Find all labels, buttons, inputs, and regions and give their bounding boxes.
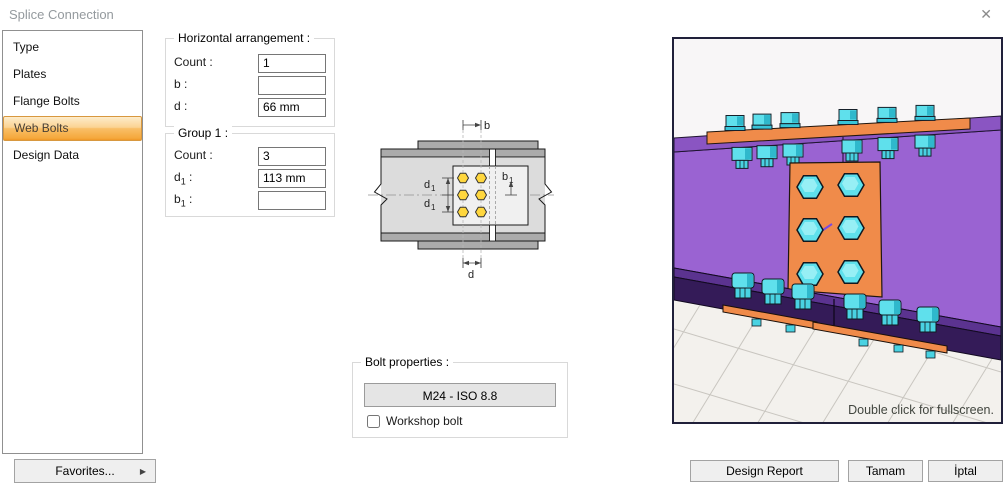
group1-count-input[interactable] (258, 146, 326, 166)
break-mark-right (538, 149, 553, 241)
workshop-bolt-label: Workshop bolt (386, 414, 463, 428)
field-label: d1 : (174, 169, 193, 187)
sidebar: Type Plates Flange Bolts Web Bolts Desig… (2, 30, 143, 454)
sidebar-item-web-bolts[interactable]: Web Bolts (3, 116, 142, 141)
design-report-button[interactable]: Design Report (690, 460, 839, 482)
field-label: Count : (174, 54, 213, 69)
bottom-flange-plate (417, 240, 539, 250)
close-icon[interactable]: ✕ (980, 6, 992, 22)
cancel-button[interactable]: İptal (928, 460, 1003, 482)
field-label: d : (174, 98, 188, 113)
sidebar-item-design-data[interactable]: Design Data (13, 148, 80, 162)
fullscreen-hint: Double click for fullscreen. (848, 403, 994, 417)
dim-label-d1: d (424, 179, 430, 191)
group1-group: Group 1 : Count : d1 : b1 : (165, 126, 335, 217)
dim-label-b: b (484, 120, 490, 132)
3d-render: Double click for fullscreen. (673, 39, 1002, 422)
bolt-hex (474, 189, 488, 201)
field-row-b1: b1 : (174, 189, 326, 211)
d1-input[interactable] (258, 168, 326, 188)
sidebar-item-type[interactable]: Type (13, 40, 40, 54)
b-input[interactable] (258, 75, 326, 95)
field-row-b: b : (174, 74, 326, 96)
group-title: Group 1 : (174, 126, 233, 140)
horizontal-arrangement-group: Horizontal arrangement : Count : b : d : (165, 31, 335, 127)
workshop-bolt-row: Workshop bolt (367, 414, 557, 428)
dim-label-d1: d (424, 198, 430, 210)
field-label: b : (174, 76, 188, 91)
3d-viewport[interactable]: Double click for fullscreen. (672, 37, 1003, 424)
bolt-group (456, 172, 488, 218)
favorites-arrow-icon: ▶ (139, 467, 146, 476)
field-label: Count : (174, 147, 213, 162)
field-row-count: Count : (174, 145, 326, 167)
ok-button[interactable]: Tamam (848, 460, 923, 482)
svg-text:1: 1 (431, 184, 436, 193)
bolt-properties-group: Bolt properties : M24 - ISO 8.8 Workshop… (352, 355, 568, 438)
bottom-flange-plate-3d (722, 304, 948, 359)
bolt-type-button[interactable]: M24 - ISO 8.8 (364, 383, 556, 407)
dim-label-b1: b (502, 171, 508, 183)
bolt-hex (456, 206, 470, 218)
break-mark-left (373, 149, 388, 241)
svg-text:1: 1 (431, 203, 436, 212)
favorites-button[interactable]: Favorites... ▶ (14, 459, 156, 483)
bolt-hex (456, 172, 470, 184)
field-row-d: d : (174, 96, 326, 118)
bolt-hex (456, 189, 470, 201)
bolt-hex (474, 206, 488, 218)
d-input[interactable] (258, 97, 326, 117)
group-title: Horizontal arrangement : (174, 31, 315, 45)
sidebar-item-flange-bolts[interactable]: Flange Bolts (13, 94, 80, 108)
dim-label-d: d (468, 269, 474, 281)
top-flange-plate (417, 140, 539, 150)
bolt-hex (474, 172, 488, 184)
workshop-bolt-checkbox[interactable] (367, 414, 380, 428)
field-label: b1 : (174, 191, 193, 209)
web-bolts-diagram: b d d 1 d 1 b 1 (368, 120, 554, 281)
count-input[interactable] (258, 53, 326, 73)
title-bar[interactable]: Splice Connection ✕ (0, 0, 1006, 28)
field-row-d1: d1 : (174, 167, 326, 189)
svg-text:1: 1 (509, 176, 514, 185)
sidebar-item-plates[interactable]: Plates (13, 67, 47, 81)
group-title: Bolt properties : (361, 355, 454, 369)
window-title: Splice Connection (9, 7, 114, 22)
b1-input[interactable] (258, 190, 326, 210)
field-row-count: Count : (174, 52, 326, 74)
